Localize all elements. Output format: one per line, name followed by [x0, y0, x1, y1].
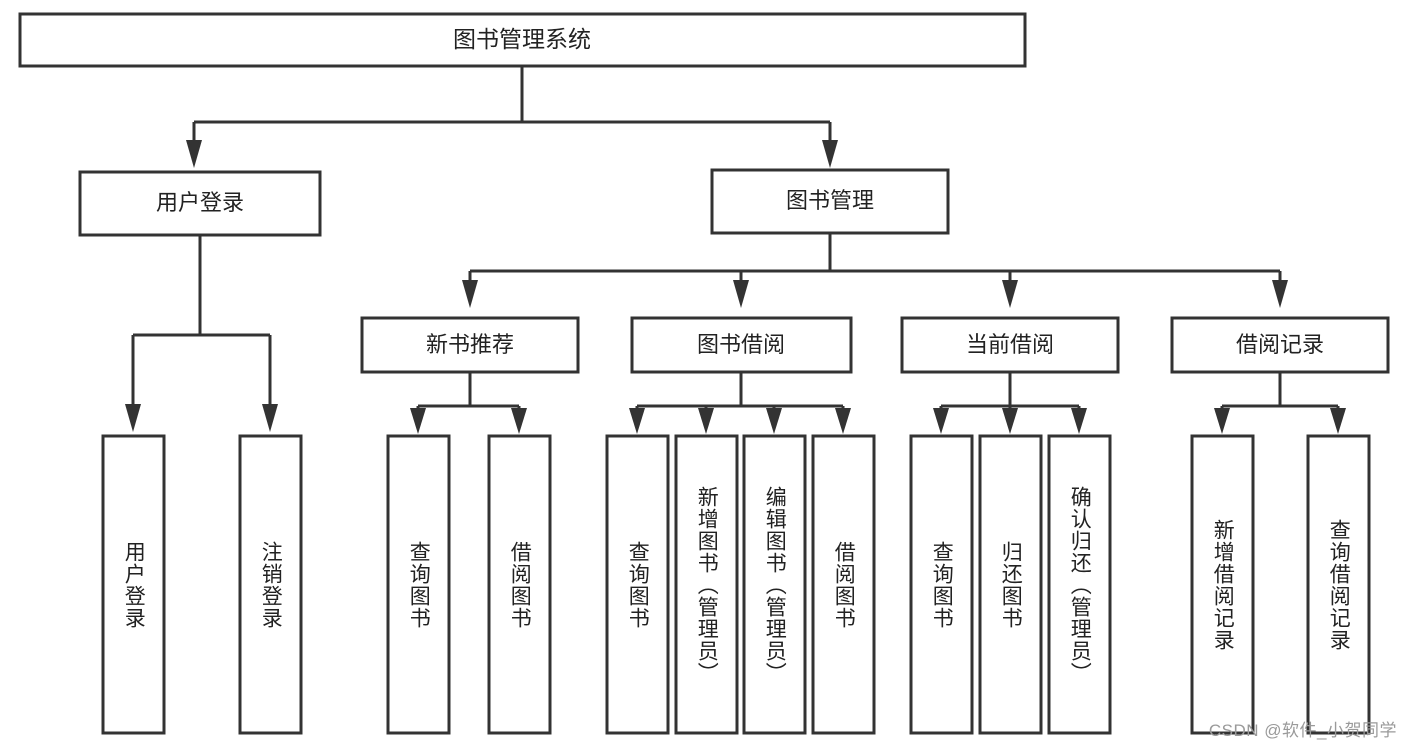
node-current-borrow[interactable]: 当前借阅: [900, 316, 1120, 374]
node-borrow-record-label: 借阅记录: [1236, 332, 1324, 357]
node-new-book-recommend[interactable]: 新书推荐: [360, 316, 580, 374]
connector-bookborrow-to-leaves: [629, 372, 851, 434]
leaf-box-borrow-book-1[interactable]: [487, 434, 552, 735]
leaf-box-query-book-3[interactable]: [909, 434, 974, 735]
connector-bookmgmt-to-level2: [462, 233, 1288, 308]
node-root-system-label: 图书管理系统: [453, 26, 591, 52]
connector-userlogin-to-leaves: [125, 235, 278, 432]
leaf-box-query-book-2[interactable]: [605, 434, 670, 735]
leaf-box-return-book[interactable]: [978, 434, 1043, 735]
leaf-box-query-borrow-record[interactable]: [1306, 434, 1371, 735]
node-user-login-label: 用户登录: [156, 190, 244, 215]
leaf-box-add-book-admin[interactable]: [674, 434, 739, 735]
node-root-system[interactable]: 图书管理系统: [18, 12, 1027, 68]
connector-borrowrecord-to-leaves: [1214, 372, 1346, 434]
csdn-watermark: CSDN @软件_小贺同学: [1208, 721, 1397, 740]
node-book-borrow[interactable]: 图书借阅: [630, 316, 853, 374]
leaf-box-edit-book-admin[interactable]: [742, 434, 807, 735]
node-user-login[interactable]: 用户登录: [78, 170, 322, 237]
leaf-box-borrow-book-2[interactable]: [811, 434, 876, 735]
node-book-management[interactable]: 图书管理: [710, 168, 950, 235]
leaf-box-query-book-1[interactable]: [386, 434, 451, 735]
leaf-box-confirm-return-admin[interactable]: [1047, 434, 1112, 735]
connector-currentborrow-to-leaves: [933, 372, 1087, 434]
leaf-box-user-login[interactable]: [101, 434, 166, 735]
connector-root-to-level1: [186, 66, 838, 168]
node-book-borrow-label: 图书借阅: [697, 332, 785, 357]
leaf-box-add-borrow-record[interactable]: [1190, 434, 1255, 735]
leaf-box-logout[interactable]: [238, 434, 303, 735]
node-borrow-record[interactable]: 借阅记录: [1170, 316, 1390, 374]
connector-newbook-to-leaves: [410, 372, 527, 434]
node-current-borrow-label: 当前借阅: [966, 332, 1054, 357]
node-book-management-label: 图书管理: [786, 188, 874, 213]
node-new-book-recommend-label: 新书推荐: [426, 332, 514, 357]
